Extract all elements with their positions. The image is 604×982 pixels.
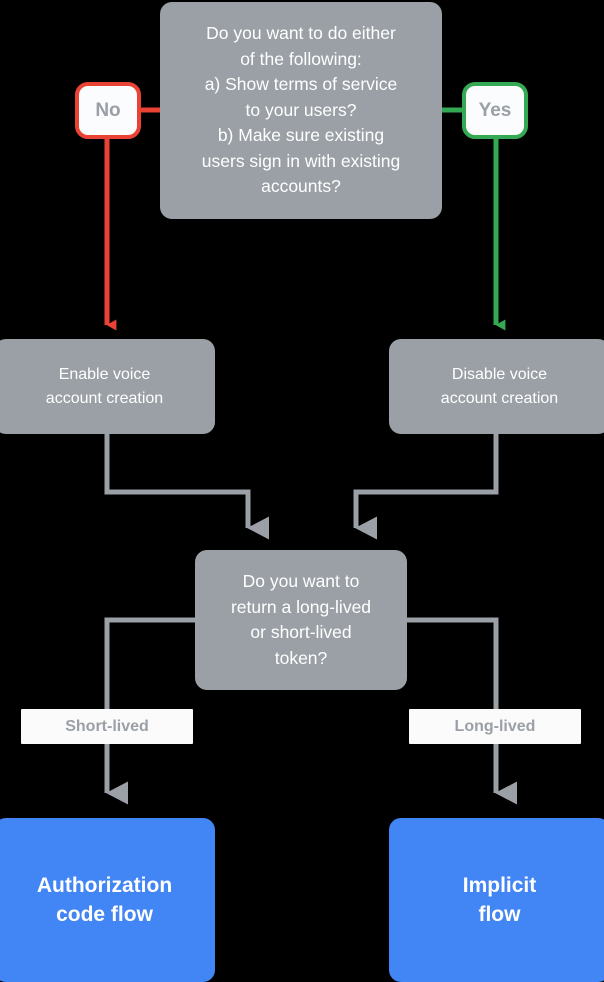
box-line: Disable voice [451,365,548,383]
question-line: return a long-lived [230,596,372,617]
question-line: a) Show terms of service [204,74,398,95]
question-line: or short-lived [250,622,352,642]
edge-label-short-lived-text: Short-lived [65,717,149,735]
edge-label-short-lived: Short-lived [21,709,193,744]
badge-yes-label: Yes [478,99,512,121]
result-line: Authorization [36,874,173,897]
question-line: Do you want to do either [206,23,396,44]
result-box-authorization-code-flow: Authorization code flow [0,818,215,982]
badge-no[interactable]: No [75,82,141,139]
result-box-implicit-flow: Implicit flow [389,818,604,982]
decision-box-token-lifetime: Do you want to return a long-lived or sh… [195,550,407,690]
decision-box-terms-and-existing-users: Do you want to do either of the followin… [160,2,442,219]
box-enable-voice-account-creation: Enable voice account creation [0,339,215,434]
result-box-authorization-code-flow-text: Authorization code flow [37,871,172,929]
question-line: Do you want to [242,571,360,591]
question-line: to your users? [245,99,357,120]
box-line: account creation [440,389,559,407]
badge-yes[interactable]: Yes [462,82,528,139]
result-line: flow [478,903,521,926]
edge-label-long-lived-text: Long-lived [454,717,536,735]
edge-label-long-lived: Long-lived [409,709,581,744]
decision-box-terms-and-existing-users-text: Do you want to do either of the followin… [188,21,414,200]
wire-token-question-to-authorization [104,617,197,805]
wire-disable-voice-to-token-question [353,434,499,540]
result-line: Implicit [462,874,537,897]
question-line: users sign in with existing [201,150,401,171]
wire-enable-voice-to-token-question [104,434,269,540]
result-box-implicit-flow-text: Implicit flow [463,871,537,929]
question-line: accounts? [261,176,341,197]
box-enable-voice-account-creation-text: Enable voice account creation [32,363,177,411]
box-disable-voice-account-creation: Disable voice account creation [389,339,604,434]
wire-token-question-to-implicit [407,617,517,805]
badge-no-label: No [95,99,121,121]
box-line: Enable voice [58,365,151,383]
question-line: token? [274,647,328,668]
box-disable-voice-account-creation-text: Disable voice account creation [427,363,572,411]
result-line: code flow [56,903,153,926]
decision-box-token-lifetime-text: Do you want to return a long-lived or sh… [217,569,385,671]
box-line: account creation [45,389,164,407]
question-line: of the following: [240,48,362,69]
question-line: b) Make sure existing [217,125,385,146]
